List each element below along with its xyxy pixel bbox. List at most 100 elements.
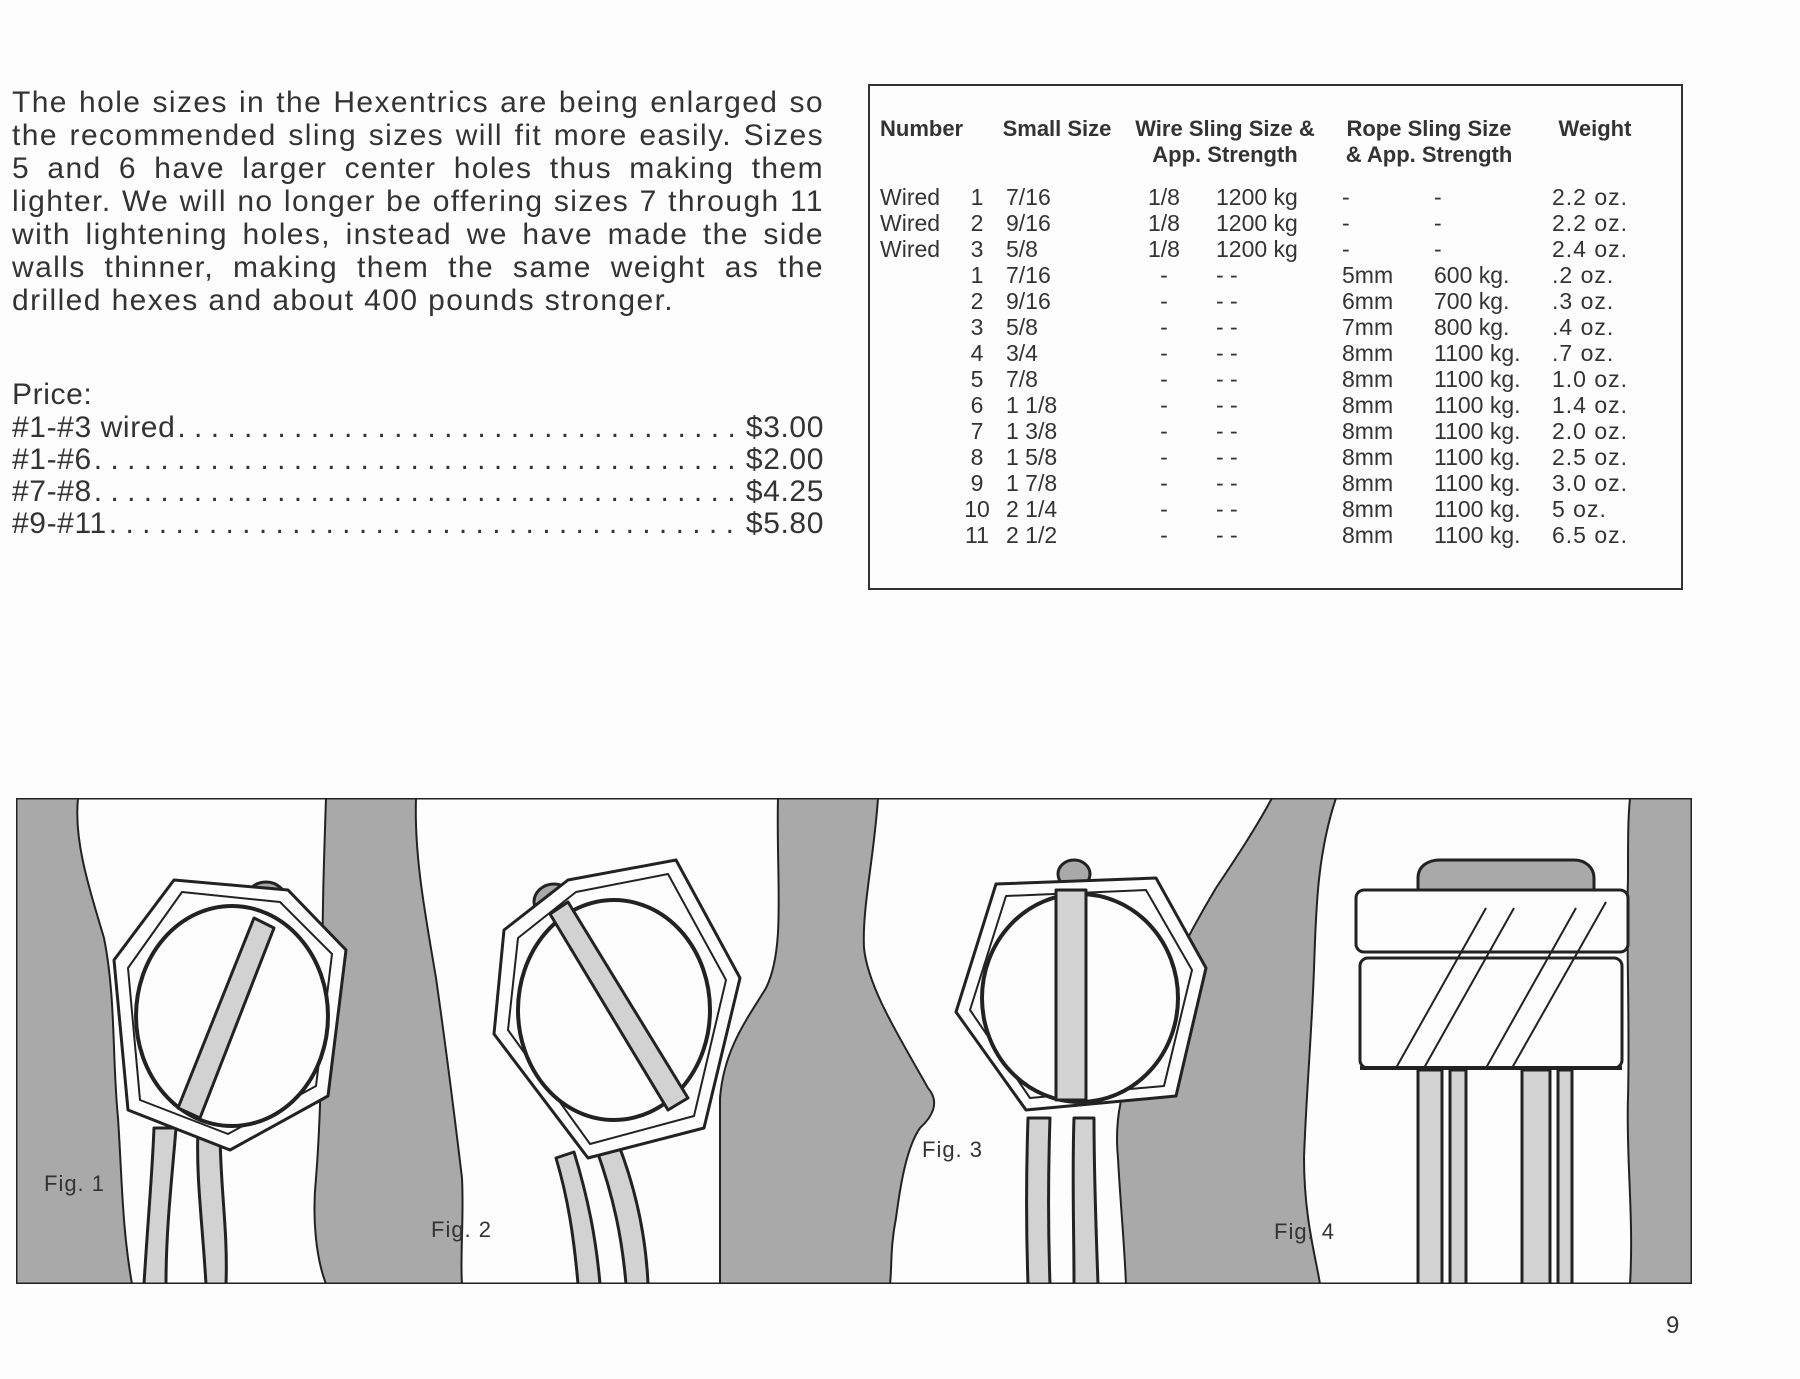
row-rope-size: 6mm [1342,288,1394,314]
row-wire-strength: - - [1216,522,1238,548]
price-row-label: #9-#11 [12,507,107,540]
price-row-amount: $4.25 [745,475,824,508]
row-prefix [880,444,964,470]
row-rope-size: 8mm [1342,366,1394,392]
row-weight: 2.2 oz. [1552,184,1629,210]
price-row-label: #1-#3 wired [12,411,176,444]
row-prefix [880,392,964,418]
row-prefix [880,418,964,444]
row-small-size: 9/16 [1006,210,1051,236]
row-wire-size: - [1160,340,1168,366]
row-weight: 3.0 oz. [1552,470,1629,496]
row-number: 3 [970,314,984,340]
row-rope-strength: - [1434,210,1442,236]
row-wire-size: - [1160,262,1168,288]
header-wire-sling: Wire Sling Size & App. Strength [1124,116,1326,168]
row-prefix [880,496,964,522]
row-rope-strength: - [1434,236,1442,262]
row-number: 1 [970,184,984,210]
row-rope-strength: 700 kg. [1434,288,1510,314]
row-small-size: 9/16 [1006,288,1051,314]
row-small-size: 1 1/8 [1006,392,1058,418]
fig-2-label: Fig. 2 [431,1217,492,1242]
row-small-size: 5/8 [1006,236,1038,262]
fig-3-label: Fig. 3 [922,1137,983,1162]
row-prefix [880,522,964,548]
row-wire-size: - [1160,444,1168,470]
row-number: 6 [970,392,984,418]
row-wire-strength: 1200 kg [1216,236,1298,262]
price-list: Price: #1-#3 wired $3.00 #1-#6 $2.00 #7-… [12,378,824,540]
row-rope-size: 5mm [1342,262,1394,288]
row-wire-size: - [1160,366,1168,392]
row-prefix [880,262,964,288]
row-weight: 2.4 oz. [1552,236,1629,262]
spec-table-header: Number Small Size Wire Sling Size & App.… [880,116,1658,168]
rock-left-edge [16,798,133,1284]
row-weight: 1.0 oz. [1552,366,1629,392]
row-small-size: 1 3/8 [1006,418,1058,444]
row-small-size: 1 5/8 [1006,444,1058,470]
row-wire-size: - [1160,288,1168,314]
row-wire-strength: - - [1216,366,1238,392]
row-number: 7 [970,418,984,444]
row-rope-size: 8mm [1342,496,1394,522]
intro-paragraph: The hole sizes in the Hexentrics are bei… [12,86,824,317]
row-weight: .4 oz. [1552,314,1615,340]
spec-table: Number Small Size Wire Sling Size & App.… [880,116,1658,548]
header-number: Number [880,116,964,141]
row-rope-strength: 1100 kg. [1434,522,1521,548]
row-prefix [880,288,964,314]
rock-right-edge [1626,798,1692,1284]
row-rope-size: - [1342,210,1350,236]
row-rope-size: 8mm [1342,340,1394,366]
row-number: 5 [970,366,984,392]
row-prefix: Wired [880,210,941,236]
row-wire-strength: - - [1216,392,1238,418]
row-rope-strength: 1100 kg. [1434,418,1521,444]
row-weight: .7 oz. [1552,340,1615,366]
spec-table-box: Number Small Size Wire Sling Size & App.… [868,84,1683,590]
row-prefix: Wired [880,184,941,210]
header-rope-sling-line2: & App. Strength [1345,142,1513,167]
price-row-amount: $3.00 [745,411,824,444]
row-number: 8 [970,444,984,470]
row-prefix: Wired [880,236,941,262]
row-wire-size: 1/8 [1148,210,1180,236]
price-row: #9-#11 $5.80 [12,507,824,540]
row-small-size: 7/8 [1006,366,1038,392]
fig-1-label: Fig. 1 [44,1171,105,1196]
row-number: 2 [970,288,984,314]
rock-wedge-3 [1115,798,1337,1284]
row-rope-size: 8mm [1342,522,1394,548]
dot-leader [109,507,738,540]
dot-leader [94,475,738,508]
row-rope-strength: 1100 kg. [1434,366,1521,392]
hexentric-figures: Fig. 1 Fig. 2 Fig. 3 Fig. 4 [16,798,1692,1284]
row-weight: .2 oz. [1552,262,1615,288]
fig-4-label: Fig. 4 [1274,1219,1335,1244]
dot-leader [177,411,738,444]
row-prefix [880,366,964,392]
price-row: #1-#3 wired $3.00 [12,411,824,444]
spec-table-row: 5 7/8 - - - 8mm 1100 kg. 1.0 oz. [880,366,1658,392]
row-weight: .3 oz. [1552,288,1615,314]
row-wire-size: 1/8 [1148,184,1180,210]
header-rope-sling-line1: Rope Sling Size [1346,116,1512,141]
price-row: #1-#6 $2.00 [12,443,824,476]
row-wire-size: - [1160,314,1168,340]
row-rope-size: 8mm [1342,418,1394,444]
dot-leader [94,443,738,476]
row-prefix [880,340,964,366]
